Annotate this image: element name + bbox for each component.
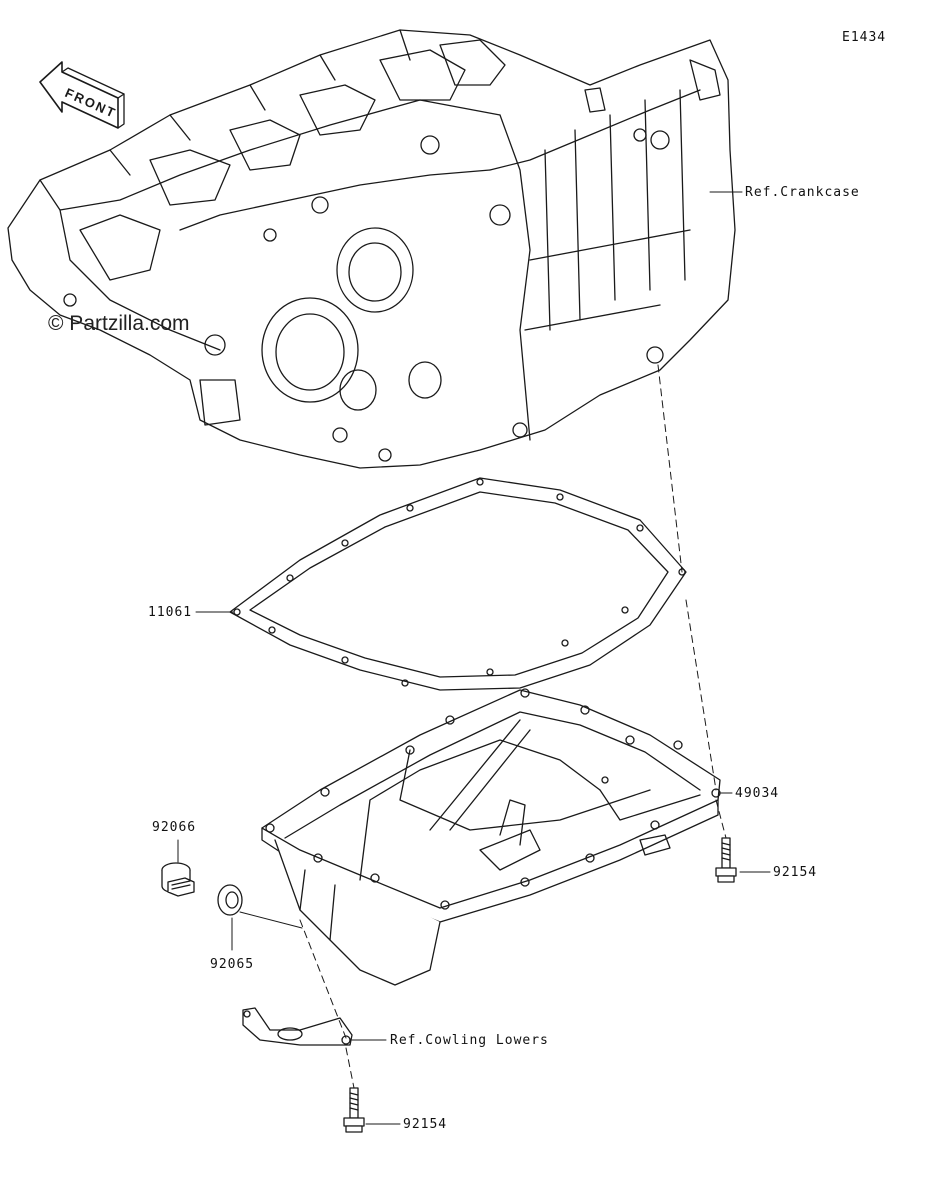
drain-plug-drawing xyxy=(161,862,195,897)
callout-bolt-92154-lower[interactable]: 92154 xyxy=(403,1117,448,1132)
callout-gasket-11061[interactable]: 11061 xyxy=(148,605,193,620)
washer-drawing xyxy=(217,884,243,916)
callout-drain-plug-92066[interactable]: 92066 xyxy=(152,820,197,835)
callout-washer-92065[interactable]: 92065 xyxy=(210,957,255,972)
bolt-oilpan-drawing xyxy=(715,837,737,883)
callout-ref-cowling-lowers[interactable]: Ref.Cowling Lowers xyxy=(390,1033,549,1048)
front-arrow-icon: FRONT xyxy=(39,61,125,129)
oil-pan-drawing xyxy=(261,688,721,986)
crankcase-drawing xyxy=(7,29,736,469)
callout-oil-pan-49034[interactable]: 49034 xyxy=(735,786,780,801)
callout-bolt-92154-upper[interactable]: 92154 xyxy=(773,865,818,880)
diagram-id: E1434 xyxy=(842,30,887,45)
bolt-bottom-drawing xyxy=(343,1087,365,1133)
watermark: © Partzilla.com xyxy=(48,312,190,335)
cowling-bracket-drawing xyxy=(242,1007,353,1046)
gasket-drawing xyxy=(229,477,687,691)
callout-ref-crankcase[interactable]: Ref.Crankcase xyxy=(745,185,860,200)
